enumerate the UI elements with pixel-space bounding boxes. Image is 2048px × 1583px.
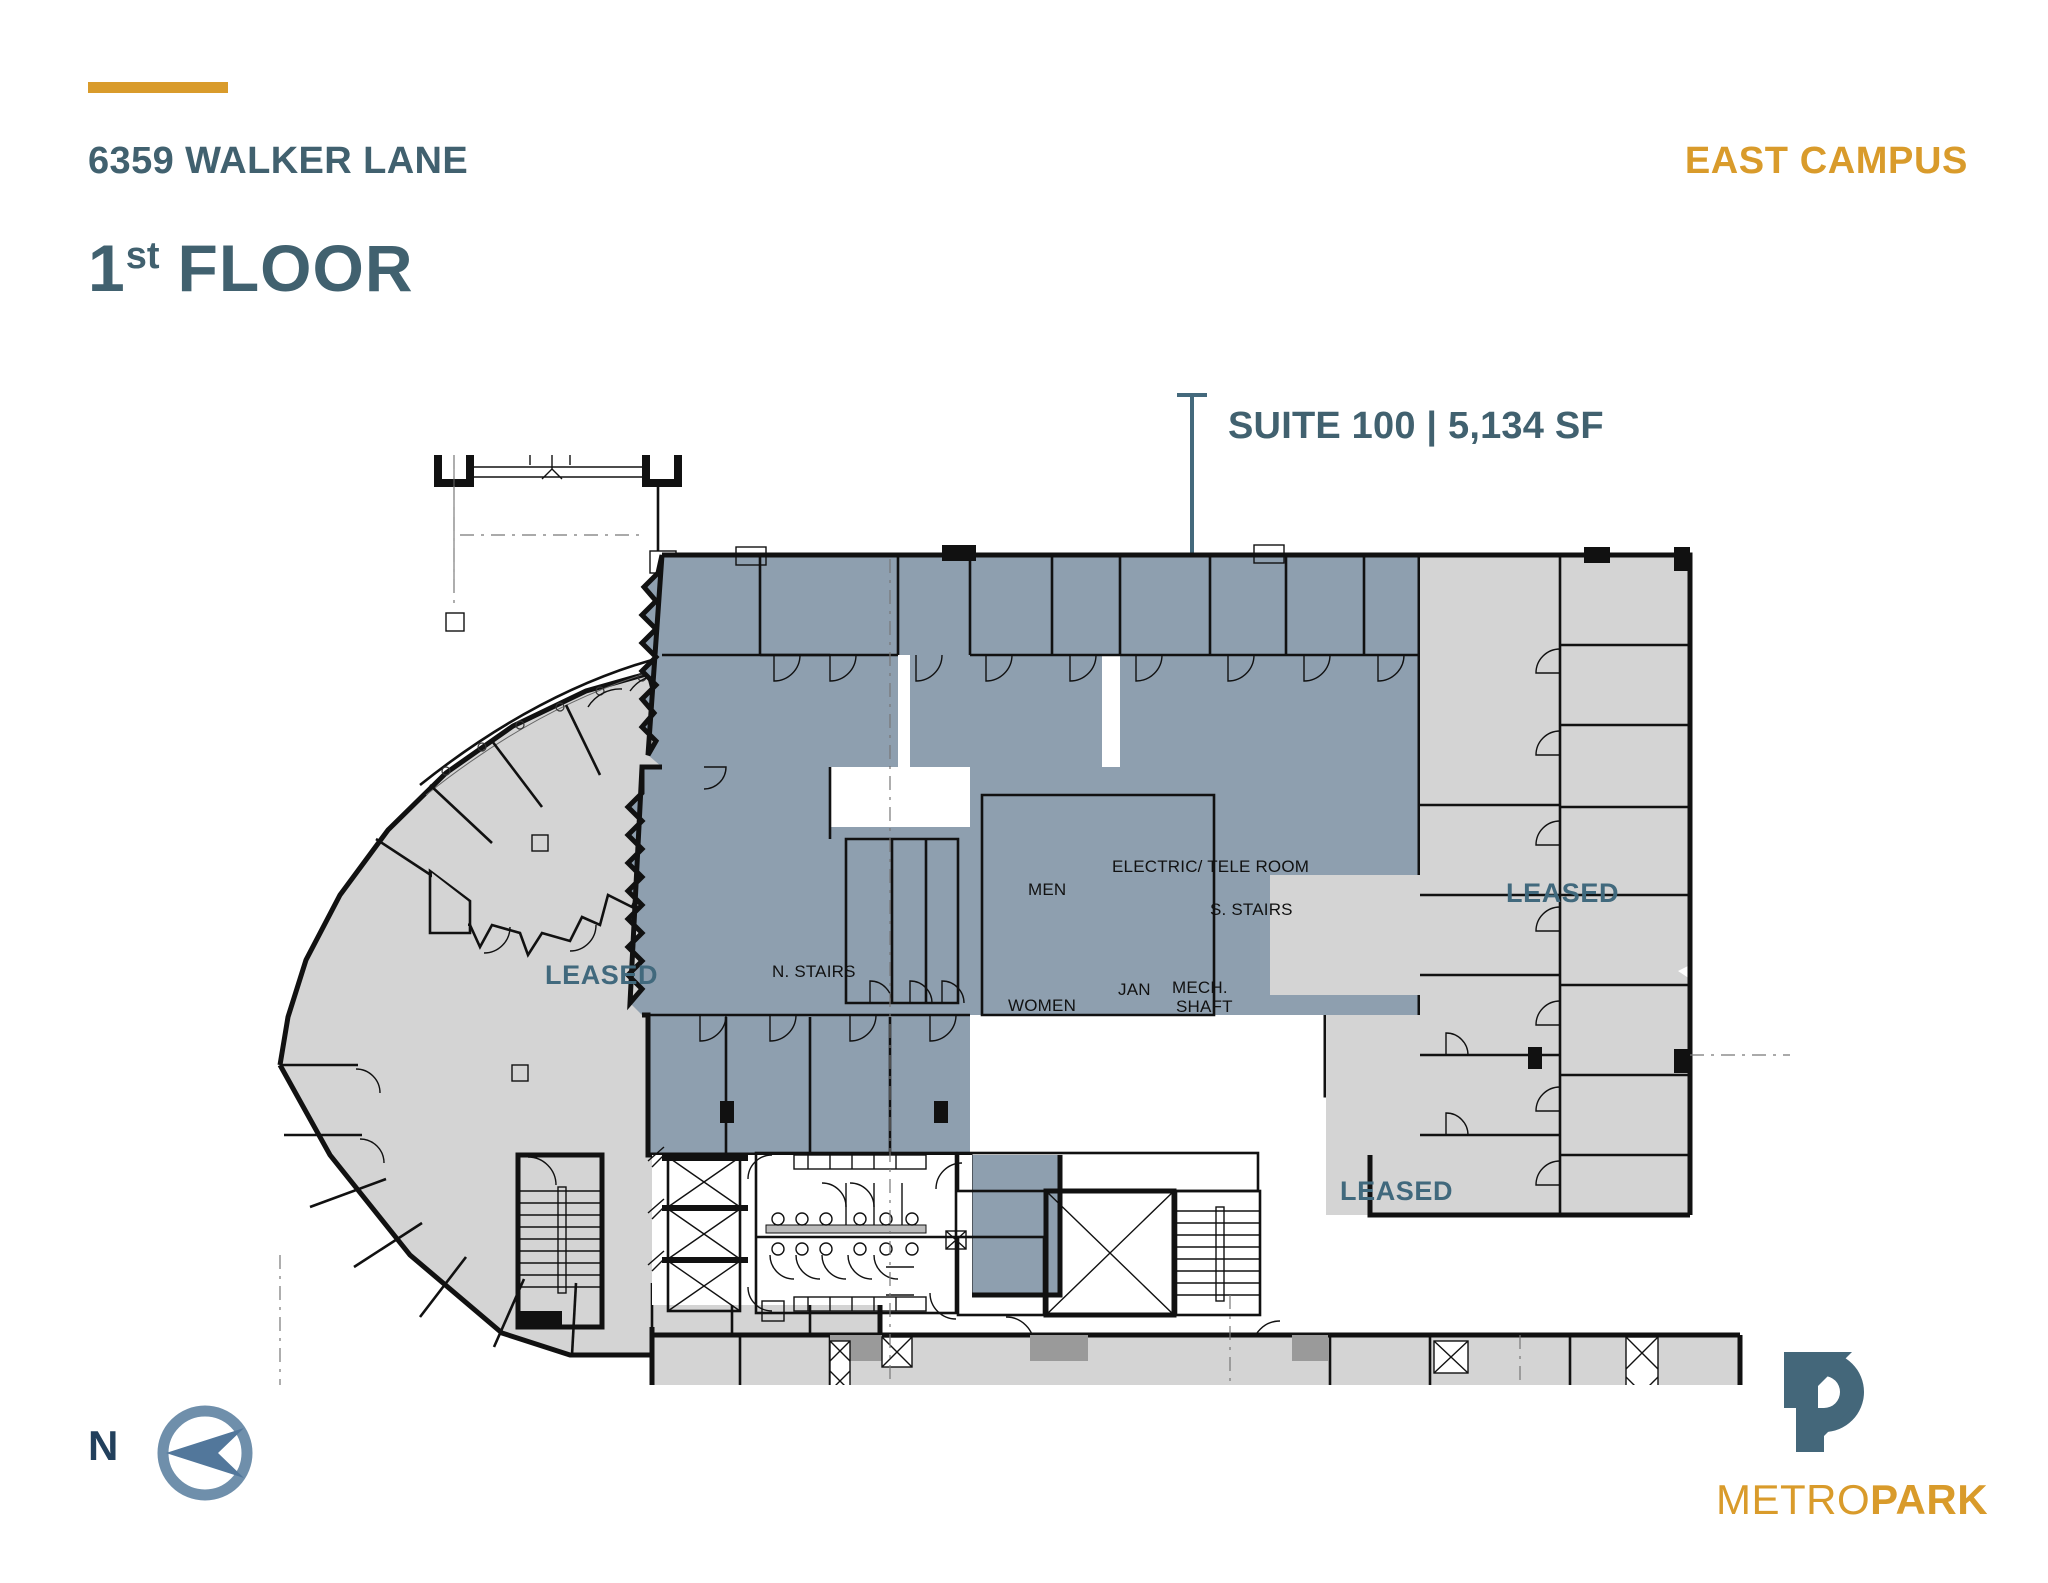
room-label-women: WOMEN [1008,996,1077,1015]
building-address: 6359 WALKER LANE [88,140,469,182]
logo-word-park: PARK [1870,1476,1989,1523]
suite-center-cluster [828,767,960,1005]
north-arrow: N [88,1398,268,1508]
room-label-south-stairs: S. STAIRS [1210,900,1293,919]
metro-park-logo: METROPARK [1716,1346,1988,1523]
leased-label-south: LEASED [1340,1176,1454,1206]
leased-label-northeast: LEASED [1506,878,1620,908]
door-swings-upper [773,654,1405,682]
room-label-electric-tele-room: ELECTRIC/ TELE ROOM [1112,857,1310,876]
south-stairs [1174,1189,1262,1317]
north-stairs [515,1152,605,1330]
leased-area-northeast [1270,555,1690,1215]
floor-ordinal-suffix: st [125,235,160,277]
room-label-janitor: JAN [1118,980,1151,999]
room-label-mech-shaft: SHAFT [1176,997,1233,1016]
entry-canopy [434,455,682,605]
mechanical-shaft [1043,1188,1177,1318]
suite-upper-partitions [662,555,1420,657]
elevator-bank [647,1146,748,1313]
room-label-mech: MECH. [1172,978,1228,997]
leased-ne-door-swings [1445,648,1561,1186]
room-label-north-stairs: N. STAIRS [772,962,856,981]
metro-park-mark [1784,1352,1864,1452]
gridlines [279,559,1790,1385]
campus-name: EAST CAMPUS [1684,140,1968,182]
leased-area-south [652,1335,1740,1385]
floor-plan-drawing: .lf{fill:#d4d4d4;} .sf{fill:#8e9faf;} .w… [270,455,1800,1385]
northwest-vestibule [428,868,472,935]
floor-number: 1 [88,231,126,305]
gold-accent-rule [88,82,228,93]
window-pockets-top [735,544,1285,566]
building-core [647,1146,1281,1350]
callout-leader-line [1190,395,1194,695]
suite-east-block [980,793,1216,1017]
restrooms [747,1151,963,1322]
leased-label-west: LEASED [545,960,659,990]
logo-word-metro: METRO [1716,1476,1871,1523]
north-arrow-letter: N [88,1422,119,1469]
duct-shafts [829,1336,1659,1385]
suite-callout-label: SUITE 100 | 5,134 SF [1228,405,1604,447]
floor-word: FLOOR [177,231,414,305]
metro-park-wordmark: METROPARK [1716,1476,1988,1523]
leased-ne-partitions [1420,555,1690,1215]
room-label-men: MEN [1028,880,1067,899]
